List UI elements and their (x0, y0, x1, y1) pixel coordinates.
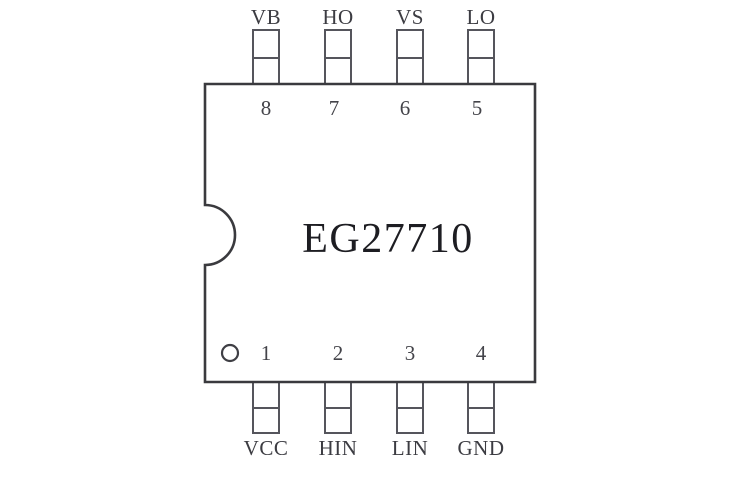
pin-2 (324, 381, 352, 434)
pin-label-ho: HO (322, 5, 353, 29)
pin-1 (252, 381, 280, 434)
pin-number-5: 5 (472, 96, 483, 120)
pin-number-8: 8 (261, 96, 272, 120)
pin-number-7: 7 (329, 96, 340, 120)
top-pins-group (252, 29, 495, 85)
pin-number-2: 2 (333, 341, 344, 365)
ic-body-outline (203, 82, 537, 384)
pin-5 (467, 29, 495, 85)
pin1-indicator-dot (220, 343, 240, 363)
pin-label-lin: LIN (392, 436, 429, 460)
pin-label-vs: VS (396, 5, 424, 29)
pin-label-gnd: GND (458, 436, 505, 460)
pin-7 (324, 29, 352, 85)
pin-6 (396, 29, 424, 85)
pin-label-hin: HIN (319, 436, 358, 460)
bottom-pins-group (252, 381, 495, 434)
pin-number-6: 6 (400, 96, 411, 120)
pin-label-lo: LO (467, 5, 496, 29)
pin-3 (396, 381, 424, 434)
pin-label-vcc: VCC (244, 436, 289, 460)
part-name-label: EG27710 (302, 216, 474, 262)
pin-number-4: 4 (476, 341, 487, 365)
pin-number-3: 3 (405, 341, 416, 365)
pin-4 (467, 381, 495, 434)
pin-8 (252, 29, 280, 85)
pin-label-vb: VB (251, 5, 281, 29)
pin-number-1: 1 (261, 341, 272, 365)
